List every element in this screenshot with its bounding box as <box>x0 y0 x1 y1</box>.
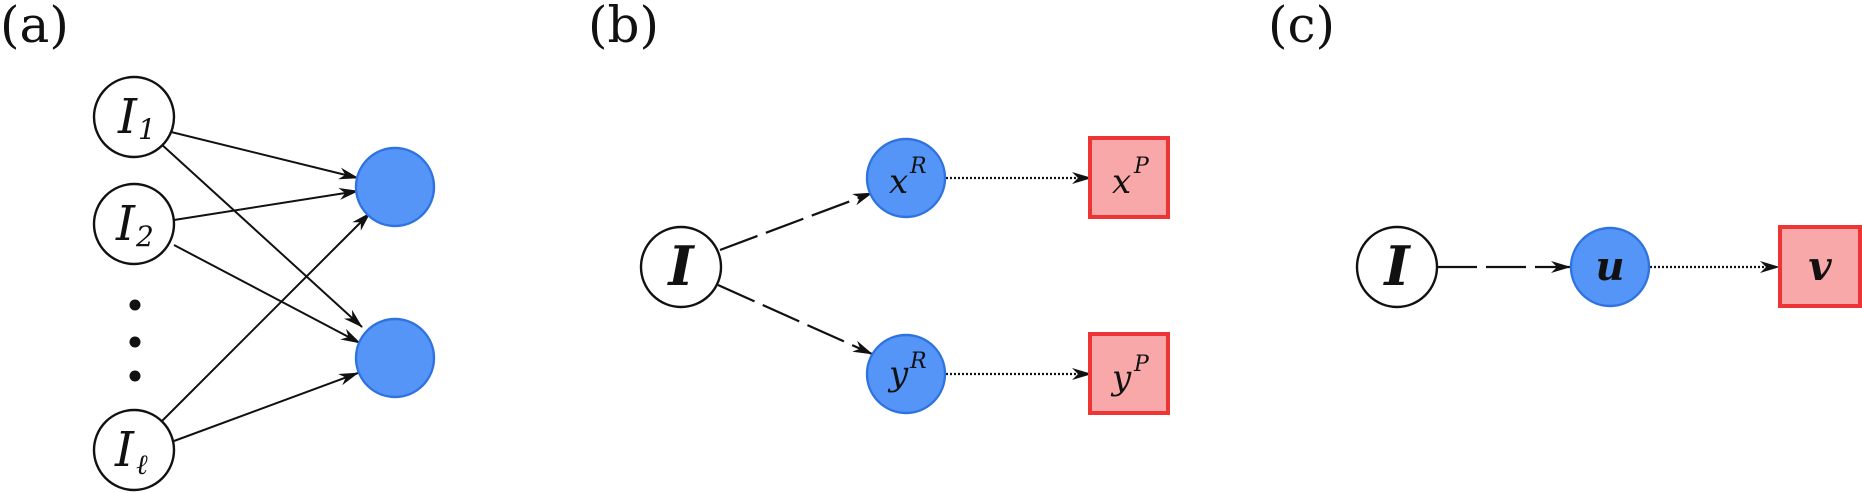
ellipsis-dot <box>129 370 141 382</box>
xp-box: x P <box>1088 136 1170 219</box>
xp-box-main: x <box>1112 162 1131 202</box>
edge-i1-top <box>162 129 359 180</box>
input-node-2-main: I <box>115 196 136 252</box>
input-node-1-main: I <box>117 89 138 145</box>
yp-box-sup: P <box>1133 352 1150 377</box>
xr-node-sup: R <box>909 154 927 179</box>
u-node-label: u <box>1595 243 1624 290</box>
input-node-c-label: I <box>1382 234 1411 298</box>
yr-node-sup: R <box>909 349 927 374</box>
input-node-l-sub: ℓ <box>136 448 148 481</box>
input-node-l-main: I <box>114 422 135 478</box>
xp-box-sup: P <box>1133 154 1150 179</box>
v-box: v <box>1778 225 1862 308</box>
input-node-c: I <box>1355 225 1439 309</box>
output-node-1 <box>354 146 436 228</box>
panel-b-label: (b) <box>588 0 659 54</box>
yp-box-main: y <box>1110 358 1132 398</box>
xr-node: x R <box>865 137 947 219</box>
ellipsis-dot <box>129 299 141 311</box>
edge-i2-top <box>173 188 359 221</box>
input-node-l: I ℓ <box>92 408 176 492</box>
edge-input-xr <box>719 191 873 252</box>
input-node-b-label: I <box>666 234 695 298</box>
panel-c: (c) I u v <box>1268 0 1862 309</box>
edge-il-top <box>160 212 371 423</box>
input-node-2: I 2 <box>92 182 176 266</box>
panel-a-label: (a) <box>0 0 69 54</box>
panel-c-label: (c) <box>1268 0 1335 54</box>
edge-input-yr <box>717 283 873 356</box>
input-node-1: I 1 <box>92 75 176 159</box>
edge-i2-bottom <box>173 244 361 344</box>
edge-i1-bottom <box>159 142 363 328</box>
u-node: u <box>1569 226 1651 308</box>
input-node-b: I <box>639 225 723 309</box>
xr-node-main: x <box>889 162 908 202</box>
edge-il-bottom <box>173 372 359 442</box>
panel-b: (b) I x R y R x P <box>588 0 1170 415</box>
ellipsis-dot <box>129 336 141 348</box>
v-box-label: v <box>1808 243 1832 290</box>
yr-node: y R <box>865 333 947 415</box>
yr-node-main: y <box>887 354 909 394</box>
input-node-2-sub: 2 <box>135 220 154 253</box>
yp-box: y P <box>1088 332 1170 415</box>
input-node-1-sub: 1 <box>138 113 156 146</box>
panel-a: (a) I 1 I 2 I ℓ <box>0 0 436 492</box>
output-node-2 <box>354 317 436 399</box>
